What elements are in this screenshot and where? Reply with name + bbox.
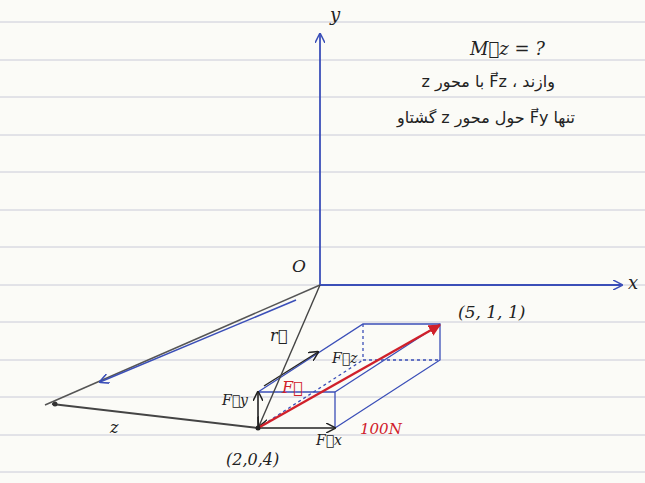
y-axis xyxy=(319,34,321,285)
component-label: F⃗z xyxy=(332,350,358,367)
x-axis xyxy=(320,284,622,286)
origin-label: O xyxy=(292,256,306,276)
force-label: F⃗ xyxy=(282,378,303,397)
point xyxy=(256,426,261,431)
z-dimension xyxy=(100,300,296,382)
coordinate-label: (5, 1, 1) xyxy=(458,302,525,322)
force-vector xyxy=(258,325,440,428)
fy-arrow xyxy=(257,392,259,428)
r-vector xyxy=(259,285,320,426)
question: M⃗z = ? xyxy=(470,38,545,60)
force-box xyxy=(258,324,440,428)
note-line: وازند ، F⃗z با محور z xyxy=(421,72,555,91)
component-label: F⃗y xyxy=(222,392,248,409)
component-label: F⃗x xyxy=(316,432,342,449)
z-axis xyxy=(45,285,320,405)
coordinate-label: (2,0,4) xyxy=(226,450,279,469)
axis-label: x xyxy=(628,272,638,294)
axis-label: y xyxy=(330,4,340,26)
note-line: تنها F⃗y حول محور z گشتاو xyxy=(397,108,575,127)
magnitude-label: 100N xyxy=(360,420,402,438)
ruled-lines xyxy=(0,22,645,472)
fx-arrow xyxy=(258,427,335,429)
point xyxy=(53,402,58,407)
vector-label: r⃗ xyxy=(270,326,287,345)
axis-label: z xyxy=(110,418,118,437)
